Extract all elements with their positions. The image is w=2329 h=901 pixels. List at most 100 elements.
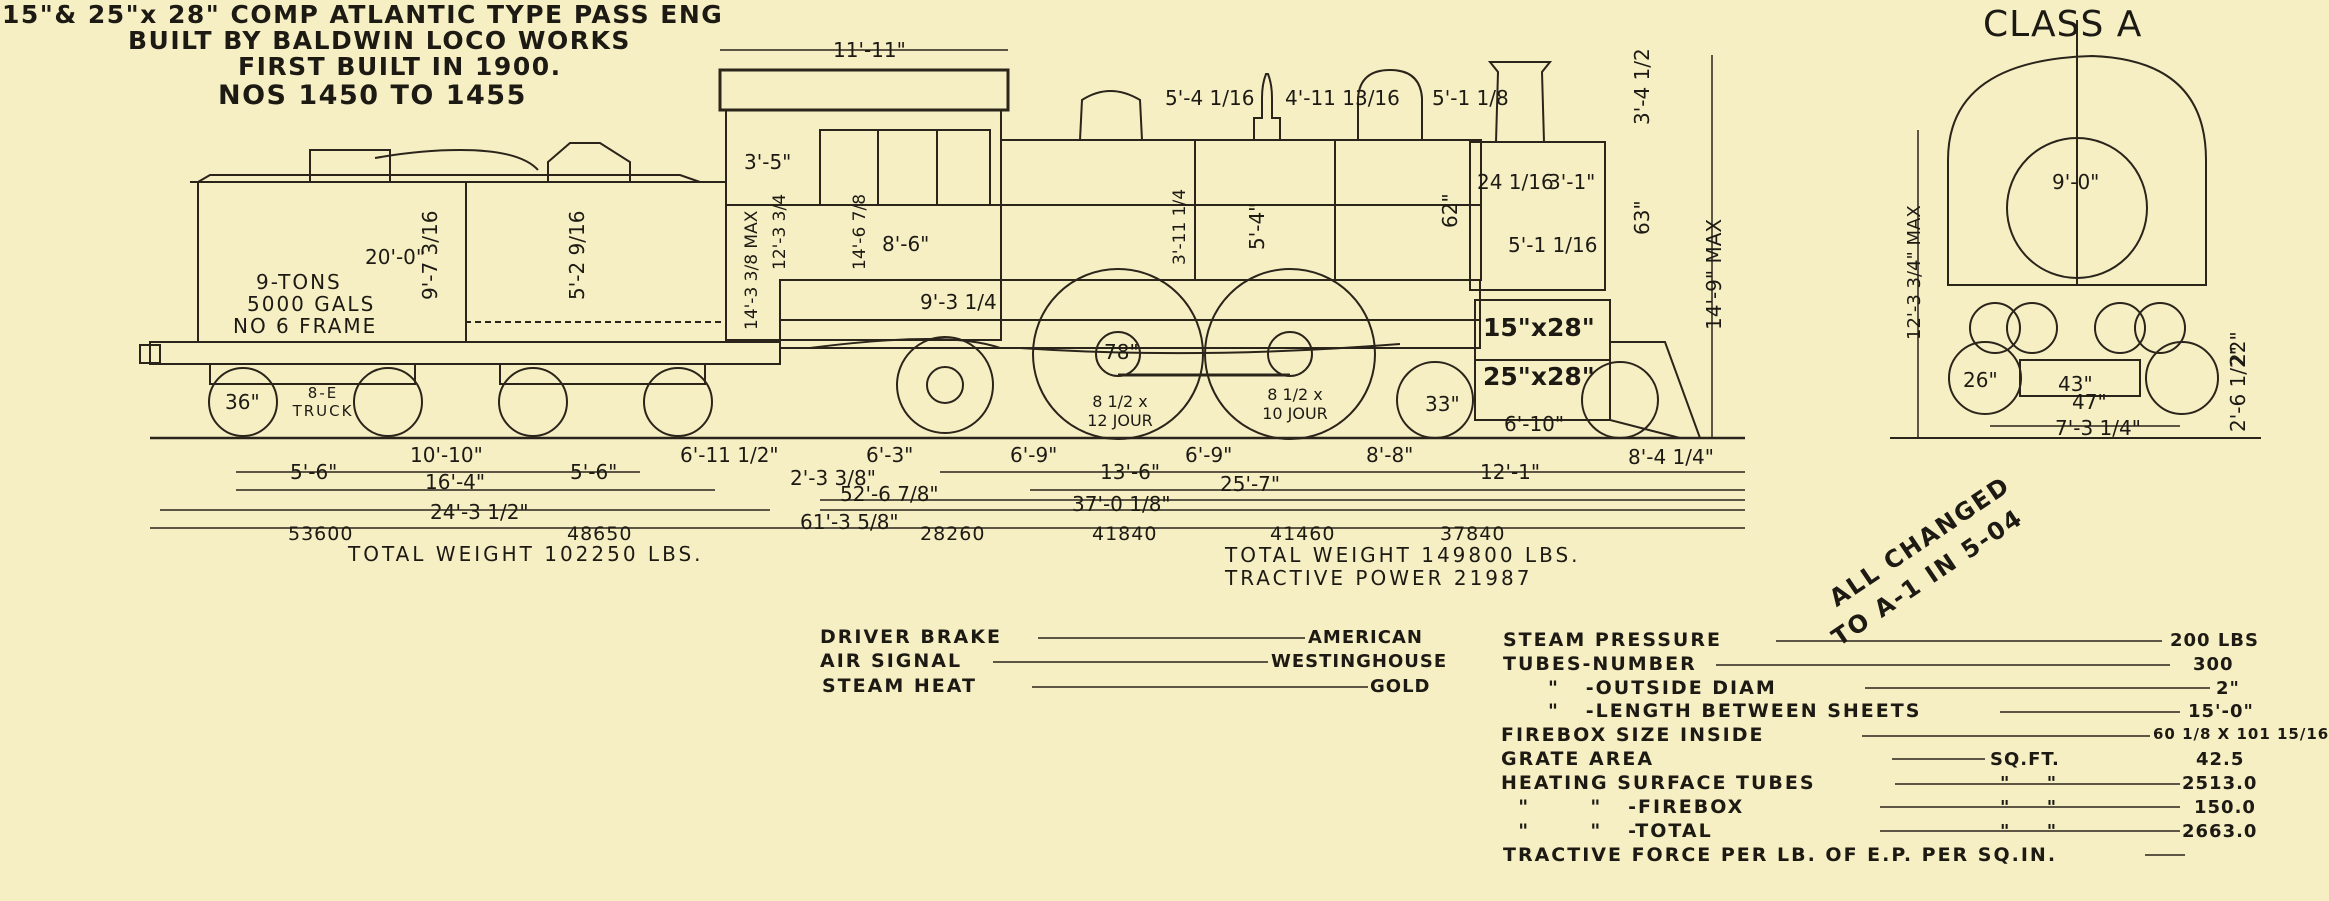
smokebox-5-1: 5'-1 1/16 (1508, 233, 1598, 257)
base-13-6: 13'-6" (1100, 460, 1161, 484)
engine-weight-2: 41840 (1092, 523, 1158, 545)
base-12-1: 12'-1" (1480, 460, 1541, 484)
spec-tubes-length-label: " -LENGTH BETWEEN SHEETS (1548, 700, 1922, 722)
base-2-3: 2'-3 3/8" (790, 466, 876, 490)
smokebox-3-1: 3'-1" (1548, 170, 1596, 194)
base-6-11: 6'-11 1/2" (680, 443, 779, 467)
spec-tubes-number-label: TUBES-NUMBER (1503, 653, 1697, 675)
spec-hs-total-value: 2663.0 (2182, 821, 2258, 842)
base-6-9b: 6'-9" (1185, 443, 1233, 467)
base-24-3: 24'-3 1/2" (430, 500, 529, 524)
base-5-6a: 5'-6" (290, 460, 338, 484)
spec-steam-pressure-label: STEAM PRESSURE (1503, 629, 1722, 651)
spec-grate-area-unit: SQ.FT. (1990, 749, 2060, 770)
tender-frame: NO 6 FRAME (233, 314, 378, 338)
tender-capacity-gals: 5000 GALS (247, 292, 376, 316)
header-line3: FIRST BUILT IN 1900. (238, 52, 562, 81)
engine-frame (779, 279, 1702, 439)
spec-steam-pressure-value: 200 LBS (2170, 630, 2259, 651)
header-line2: BUILT BY BALDWIN LOCO WORKS (128, 26, 631, 55)
spec-grate-area-label: GRATE AREA (1501, 748, 1655, 770)
tender-weight-1: 53600 (288, 523, 354, 545)
smokebox-63: 63" (1630, 200, 1654, 235)
front-width-47: 47" (2072, 390, 2107, 414)
front-wheel: 26" (1963, 368, 1998, 392)
spec-driver-brake-value: AMERICAN (1308, 627, 1423, 648)
engine-weight-4: 37840 (1440, 523, 1506, 545)
height-9-3: 9'-3 1/4 (920, 290, 997, 314)
header-line4: NOS 1450 TO 1455 (218, 80, 527, 111)
height-5-4: 5'-4" (1245, 202, 1269, 250)
tender-height-2: 5'-2 9/16 (565, 210, 589, 300)
engine-wheels (896, 268, 1659, 440)
front-22: 22" (2226, 331, 2250, 366)
tender-wheel-size: 36" (225, 390, 260, 414)
engine-total-weight: TOTAL WEIGHT 149800 LBS. (1225, 543, 1581, 567)
base-52-6: 52'-6 7/8" (840, 482, 939, 506)
tender-height-1: 9'-7 3/16 (418, 210, 442, 300)
spec-firebox-size-label: FIREBOX SIZE INSIDE (1501, 724, 1765, 746)
dome1-height: 5'-4 1/16 (1165, 86, 1255, 110)
spec-hs-firebox-value: 150.0 (2194, 797, 2256, 818)
dome3-height: 5'-1 1/8 (1432, 86, 1509, 110)
base-10-10: 10'-10" (410, 443, 483, 467)
spec-air-signal-value: WESTINGHOUSE (1271, 651, 1448, 672)
base-61-3: 61'-3 5/8" (800, 510, 899, 534)
spec-hs-firebox-unit: " " (2000, 797, 2058, 818)
spec-tubes-diam-value: 2" (2216, 678, 2240, 699)
spec-steam-heat-label: STEAM HEAT (822, 675, 977, 697)
base-6-3: 6'-3" (866, 443, 914, 467)
height-12-3: 12'-3 3/4 (770, 193, 790, 270)
cylinder-lp: 25"x28" (1483, 362, 1595, 391)
spec-firebox-size-value: 60 1/8 X 101 15/16 (2153, 725, 2329, 743)
tractive-power: TRACTIVE POWER 21987 (1225, 566, 1533, 590)
front-gauge: 7'-3 1/4" (2055, 416, 2141, 440)
dome2-height: 4'-11 13/16 (1285, 86, 1400, 110)
spec-hs-total-label: " " -TOTAL (1501, 820, 1713, 842)
class-label: CLASS A (1983, 4, 2143, 45)
spec-driver-brake-label: DRIVER BRAKE (820, 626, 1002, 648)
spec-grate-area-value: 42.5 (2196, 749, 2245, 770)
height-14-6: 14'-6 7/8 (850, 193, 870, 270)
engine-weight-3: 41460 (1270, 523, 1336, 545)
tender-weight-2: 48650 (567, 523, 633, 545)
smokebox-62: 62" (1438, 193, 1462, 228)
engine-weight-1: 28260 (920, 523, 986, 545)
spec-tractive-force-label: TRACTIVE FORCE PER LB. OF E.P. PER SQ.IN… (1503, 844, 2058, 866)
journal-1: 8 1/2 x 12 JOUR (1087, 392, 1153, 430)
tender-wheels (208, 363, 713, 437)
dim-6-10: 6'-10" (1504, 412, 1565, 436)
spec-tubes-length-value: 15'-0" (2188, 701, 2254, 722)
dimension-lines (150, 49, 2180, 529)
spec-hs-total-unit: " " (2000, 821, 2058, 842)
height-3-11: 3'-11 1/4 (1170, 188, 1190, 265)
spec-hs-tubes-value: 2513.0 (2182, 773, 2258, 794)
height-14-3: 14'-3 3/8 MAX (742, 210, 762, 330)
front-width-43: 43" (2058, 372, 2093, 396)
spec-tubes-diam-label: " -OUTSIDE DIAM (1548, 677, 1777, 699)
front-boiler-dia: 9'-0" (2052, 170, 2100, 194)
journal-2: 8 1/2 x 10 JOUR (1262, 385, 1328, 423)
spec-hs-firebox-label: " " -FIREBOX (1501, 796, 1745, 818)
stack-height: 3'-4 1/2 (1630, 48, 1654, 125)
front-height: 12'-3 3/4" MAX (1904, 205, 1925, 340)
header-line1: 15"& 25"x 28" COMP ATLANTIC TYPE PASS EN… (2, 0, 724, 29)
spec-tubes-number-value: 300 (2193, 654, 2234, 675)
cab-height: 3'-5" (744, 150, 792, 174)
base-37-0: 37'-0 1/8" (1072, 492, 1171, 516)
blueprint-sheet: 15"& 25"x 28" COMP ATLANTIC TYPE PASS EN… (2, 0, 2328, 866)
front-view (1947, 20, 2219, 415)
locomotive-drawing (139, 20, 2261, 856)
spec-hs-tubes-label: HEATING SURFACE TUBES (1501, 772, 1816, 794)
base-5-6b: 5'-6" (570, 460, 618, 484)
spec-steam-heat-value: GOLD (1370, 676, 1431, 697)
base-25-7: 25'-7" (1220, 472, 1281, 496)
height-8-6: 8'-6" (882, 232, 930, 256)
lead-truck-wheel: 33" (1425, 392, 1460, 416)
cab-width: 11'-11" (833, 38, 906, 62)
tender-length: 20'-0" (365, 245, 426, 269)
spec-hs-tubes-unit: " " (2000, 773, 2058, 794)
base-6-9a: 6'-9" (1010, 443, 1058, 467)
base-16-4: 16'-4" (425, 470, 486, 494)
cylinder-hp: 15"x28" (1483, 313, 1595, 342)
